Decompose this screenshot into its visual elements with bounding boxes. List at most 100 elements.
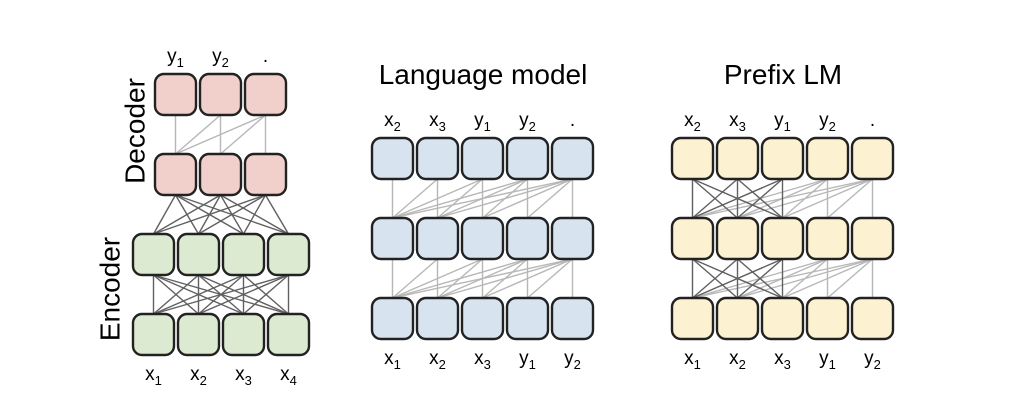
output-token-label: .	[570, 110, 575, 131]
input-token-label: y1	[519, 348, 536, 372]
attention-edge	[392, 258, 483, 299]
node-box	[176, 232, 221, 277]
attention-edge	[692, 178, 738, 219]
output-token-label: y2	[819, 110, 836, 134]
node-box	[153, 152, 198, 197]
input-token-label: x3	[235, 364, 252, 388]
node-box	[176, 312, 221, 357]
attention-edge	[392, 258, 438, 299]
input-token-label: x4	[280, 364, 297, 388]
node-box	[266, 232, 311, 277]
attention-edge	[243, 274, 289, 315]
attention-edge	[527, 178, 573, 219]
attention-edge	[242, 194, 267, 235]
node-box	[198, 72, 243, 117]
attention-edge	[198, 274, 289, 315]
node-box	[221, 232, 266, 277]
attention-edge	[392, 178, 573, 219]
attention-edge	[153, 194, 221, 235]
node-box	[415, 296, 460, 341]
attention-edge	[482, 258, 573, 299]
node-box	[243, 152, 288, 197]
node-box	[670, 216, 715, 261]
node-box	[805, 136, 850, 181]
node-box	[760, 296, 805, 341]
output-token-label: x2	[684, 110, 701, 134]
diagram-language-model: x2 x3 y1 y2. x1 x2 x3 y1 y2 Language model	[370, 59, 595, 372]
attention-edge	[175, 114, 266, 155]
input-token-label: x1	[145, 364, 162, 388]
node-box	[715, 136, 760, 181]
attention-edge	[737, 258, 873, 299]
attention-edge	[264, 194, 290, 235]
node-box	[505, 136, 550, 181]
node-box	[505, 296, 550, 341]
node-box	[850, 216, 895, 261]
attention-edge	[152, 194, 177, 235]
input-token-label: x1	[384, 348, 401, 372]
attention-edge	[392, 178, 438, 219]
input-token-label: x3	[474, 348, 491, 372]
node-box	[221, 312, 266, 357]
node-box	[850, 136, 895, 181]
attention-edge	[527, 258, 573, 299]
node-box	[370, 136, 415, 181]
side-label-decoder: Decoder	[120, 78, 151, 184]
attention-edge	[392, 178, 528, 219]
attention-edge	[782, 258, 873, 299]
attention-edge	[737, 258, 783, 299]
node-box	[805, 216, 850, 261]
node-box	[550, 216, 595, 261]
attention-edge	[153, 274, 244, 315]
node-box	[505, 216, 550, 261]
input-token-label: y2	[564, 348, 581, 372]
attention-edge	[782, 178, 873, 219]
attention-edge	[692, 178, 783, 219]
node-box	[198, 152, 243, 197]
diagram-title: Language model	[379, 59, 588, 90]
attention-edge	[220, 114, 266, 155]
attention-edge	[175, 114, 221, 155]
attention-edge	[153, 194, 266, 235]
output-token-label: y1	[167, 46, 184, 70]
attention-edge	[198, 194, 266, 235]
attention-edge	[392, 258, 528, 299]
node-box	[370, 216, 415, 261]
output-token-label: y1	[474, 110, 491, 134]
node-box	[415, 136, 460, 181]
input-token-label: x2	[429, 348, 446, 372]
node-box	[670, 136, 715, 181]
attention-edge	[692, 258, 738, 299]
output-token-label: .	[263, 46, 268, 67]
attention-edge	[392, 258, 573, 299]
output-token-label: .	[870, 110, 875, 131]
input-token-label: y1	[819, 348, 836, 372]
input-token-label: x2	[729, 348, 746, 372]
node-box	[760, 216, 805, 261]
node-box	[550, 136, 595, 181]
node-box	[550, 296, 595, 341]
output-token-label: y1	[774, 110, 791, 134]
output-token-label: x3	[429, 110, 446, 134]
node-box	[460, 136, 505, 181]
node-box	[760, 136, 805, 181]
output-token-label: y2	[212, 46, 229, 70]
node-box	[370, 296, 415, 341]
node-box	[850, 296, 895, 341]
attention-edge	[737, 178, 783, 219]
diagram-title: Prefix LM	[724, 59, 842, 90]
node-box	[715, 296, 760, 341]
output-token-label: x2	[384, 110, 401, 134]
node-box	[131, 232, 176, 277]
attention-edge	[437, 258, 573, 299]
node-box	[715, 216, 760, 261]
attention-edge	[692, 258, 783, 299]
attention-edge	[827, 178, 873, 219]
attention-edge	[392, 178, 483, 219]
output-token-label: y2	[519, 110, 536, 134]
input-token-label: x2	[190, 364, 207, 388]
